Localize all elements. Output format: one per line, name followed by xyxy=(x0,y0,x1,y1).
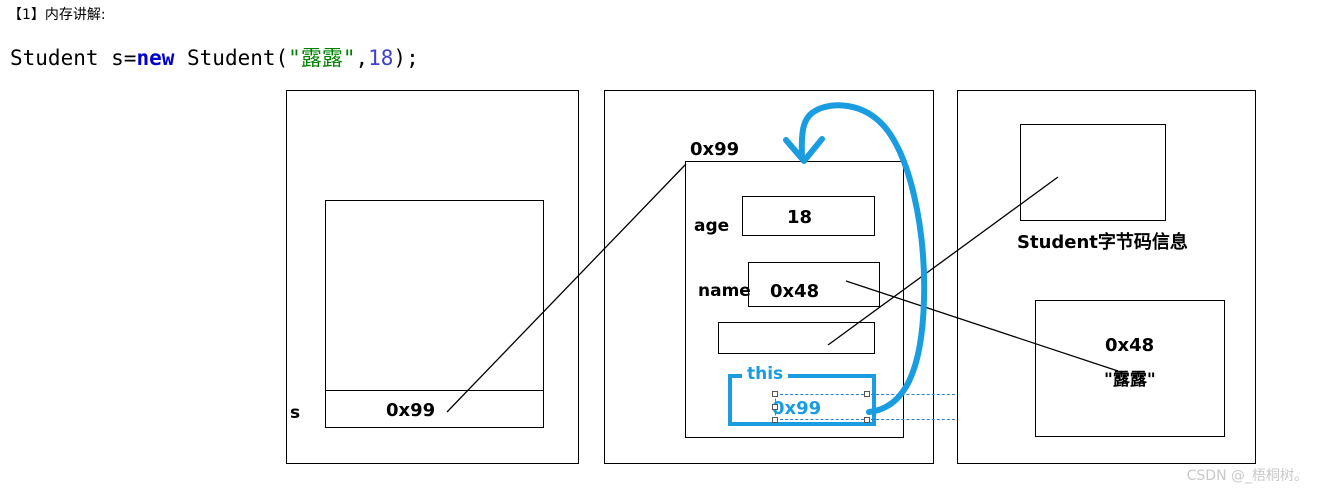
selection-handle-top-center[interactable] xyxy=(864,391,870,397)
bytecode-info-label: Student字节码信息 xyxy=(1017,232,1188,253)
stack-variable-value: 0x99 xyxy=(386,400,436,421)
heap-field-box-empty xyxy=(718,322,875,354)
heap-field-label-age: age xyxy=(694,216,730,236)
this-group-border-top-right xyxy=(788,374,876,378)
this-group-border-bottom xyxy=(728,422,876,426)
selection-handle-bottom-center[interactable] xyxy=(864,417,870,423)
bytecode-info-box xyxy=(1020,124,1166,221)
selection-handle-middle-left[interactable] xyxy=(772,404,778,410)
code-part-3: ); xyxy=(393,46,419,70)
stack-variable-label: s xyxy=(290,403,301,423)
string-pool-address: 0x48 xyxy=(1105,335,1155,356)
selection-handle-top-left[interactable] xyxy=(772,391,778,397)
string-pool-value: "露露" xyxy=(1104,370,1156,390)
heap-field-value-name: 0x48 xyxy=(770,281,820,302)
heap-field-label-name: name xyxy=(698,281,751,301)
code-snippet: Student s=new Student("露露",18); xyxy=(10,42,419,72)
page-title: 【1】内存讲解: xyxy=(8,7,106,23)
code-number-literal: 18 xyxy=(368,46,394,70)
this-group-border-top-left xyxy=(728,374,742,378)
code-part-2: Student( xyxy=(174,46,289,70)
code-part-1: Student s= xyxy=(10,46,137,70)
this-group-title: this xyxy=(744,364,787,384)
code-comma: , xyxy=(355,46,369,70)
heap-field-value-age: 18 xyxy=(787,207,813,228)
selection-handle-bottom-left[interactable] xyxy=(772,417,778,423)
code-keyword-new: new xyxy=(136,46,175,70)
stack-frame-divider xyxy=(325,390,544,391)
this-group-border-left xyxy=(728,374,732,422)
csdn-watermark: CSDN @_梧桐树。 xyxy=(1186,468,1308,484)
heap-object-address-label: 0x99 xyxy=(690,139,740,160)
code-string-literal: "露露" xyxy=(288,46,356,70)
stack-frame-box xyxy=(325,200,544,428)
